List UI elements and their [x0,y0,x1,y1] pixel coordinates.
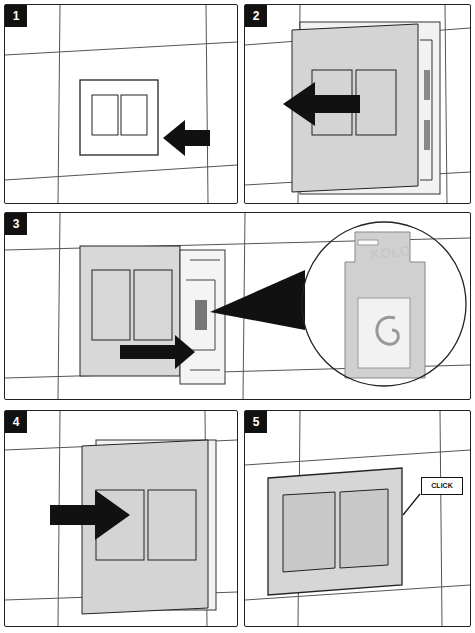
step-panel: 3KOŁO [4,212,471,400]
step-number: 4 [5,411,27,433]
flush-plate [80,80,210,156]
installed-plate [268,468,420,595]
press-plate [50,440,216,614]
step-panel: 1 [4,4,238,204]
callout-text: CLICK [422,478,462,493]
brand-logo: KOŁO [370,243,411,262]
detail-circle: KOŁO [301,221,467,387]
tile-grid [5,5,470,626]
callout-box: CLICK [421,477,463,495]
step-number: 5 [245,411,267,433]
frame-and-plate [283,22,440,194]
step-panel: 5CLICK [244,410,471,627]
step-number: 1 [5,5,27,27]
step-number: 3 [5,213,27,235]
step-panel: 2 [244,4,471,204]
step-panel: 4 [4,410,238,627]
step-number: 2 [245,5,267,27]
mounting-plate [80,232,425,384]
